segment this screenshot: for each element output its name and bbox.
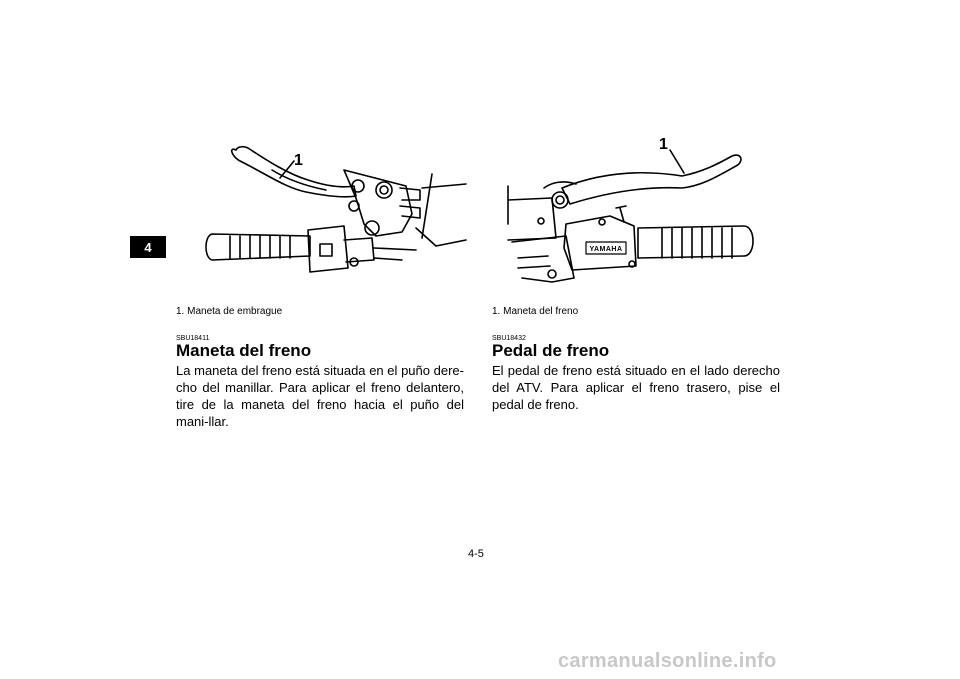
watermark: carmanualsonline.info xyxy=(558,650,777,672)
clutch-callout-number: 1 xyxy=(294,152,303,169)
brake-callout-number: 1 xyxy=(659,136,668,153)
right-section-code: SBU18432 xyxy=(492,335,526,342)
left-section-body: La maneta del freno está situada en el p… xyxy=(176,363,464,429)
clutch-lever-illustration: 1 xyxy=(176,128,467,298)
page-number: 4-5 xyxy=(468,548,484,560)
right-section-heading: Pedal de freno xyxy=(492,341,610,360)
yamaha-emblem: YAMAHA xyxy=(589,246,622,253)
brake-lever-illustration: 1 YAMAHA xyxy=(492,128,782,298)
right-figure-caption: 1. Maneta del freno xyxy=(492,306,579,317)
left-section-heading: Maneta del freno xyxy=(176,341,312,360)
chapter-tab: 4 xyxy=(130,236,166,258)
right-section-body: El pedal de freno está situado en el lad… xyxy=(492,363,780,412)
left-figure-caption: 1. Maneta de embrague xyxy=(176,306,283,317)
left-section-code: SBU18411 xyxy=(176,335,210,342)
